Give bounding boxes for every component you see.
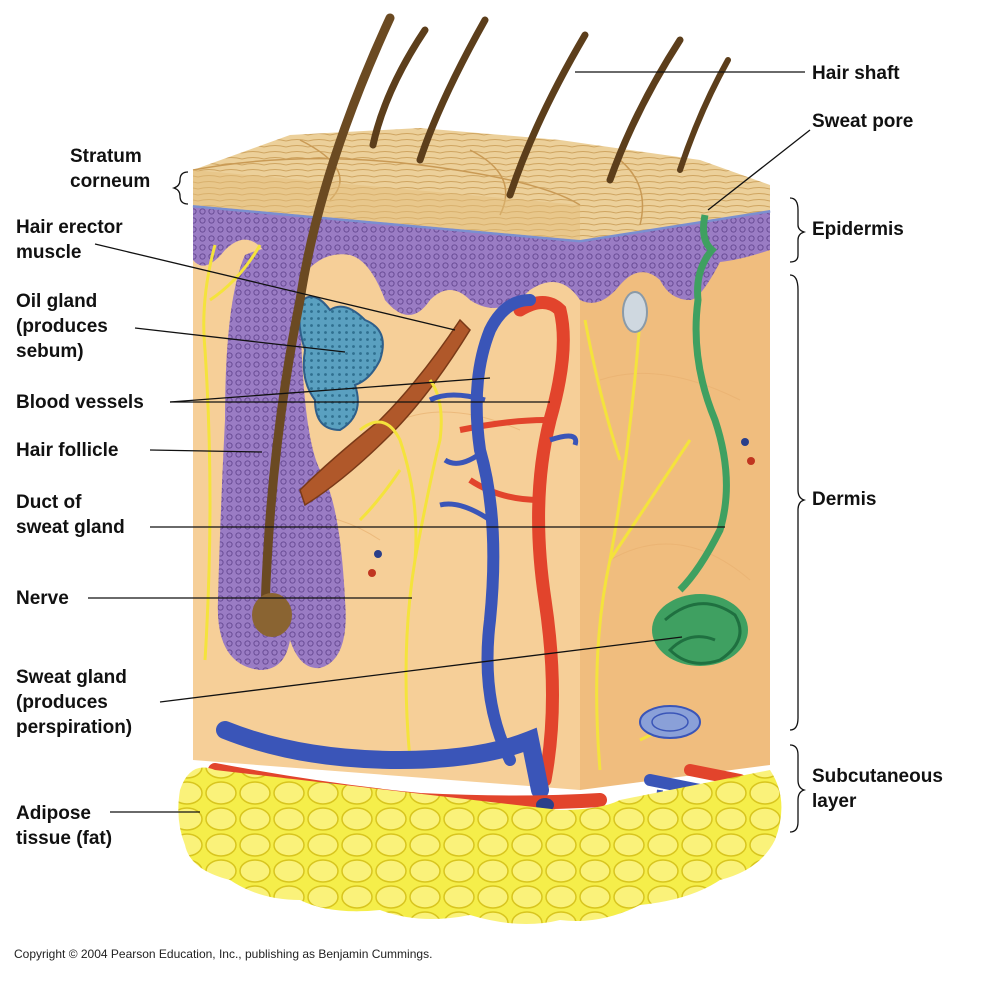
label-hair-erector-muscle: Hair erector muscle	[16, 215, 123, 265]
label-sweat-pore: Sweat pore	[812, 111, 914, 132]
label-stratum-corneum-line2: corneum	[70, 171, 151, 192]
sweat-gland	[652, 214, 748, 666]
nerves	[202, 244, 701, 771]
label-oil-gland: Oil gland (produces sebum)	[16, 289, 108, 364]
label-epidermis: Epidermis	[812, 219, 904, 240]
label-sweat-gland-line1: Sweat gland	[16, 667, 127, 688]
label-subcutaneous-line2: layer	[812, 791, 857, 812]
label-oil-gland-line3: sebum)	[16, 341, 84, 362]
label-hair-follicle: Hair follicle	[16, 440, 119, 461]
label-stratum-corneum: Stratum corneum	[70, 144, 150, 194]
sensory-receptors	[622, 291, 701, 739]
label-blood-vessels: Blood vessels	[16, 392, 144, 413]
label-dermis: Dermis	[812, 489, 877, 510]
label-nerve: Nerve	[16, 588, 69, 609]
hair-erector-muscle	[299, 318, 471, 507]
label-duct-of-sweat-gland: Duct of sweat gland	[16, 490, 125, 540]
label-oil-gland-line1: Oil gland	[16, 291, 98, 312]
label-oil-gland-line2: (produces	[16, 316, 108, 337]
label-hair-shaft: Hair shaft	[812, 63, 900, 84]
leader-lines	[88, 71, 811, 833]
copyright-notice: Copyright © 2004 Pearson Education, Inc.…	[14, 947, 433, 961]
label-sweat-gland-line2: (produces	[16, 692, 108, 713]
subcutaneous-fat-layer	[178, 767, 782, 924]
label-adipose-line2: tissue (fat)	[16, 828, 113, 849]
label-adipose-tissue: Adipose tissue (fat)	[16, 801, 112, 851]
oil-gland	[298, 295, 384, 432]
label-duct-line2: sweat gland	[16, 517, 125, 538]
label-stratum-corneum-line1: Stratum	[70, 146, 142, 167]
label-sweat-gland-line3: perspiration)	[16, 717, 133, 738]
label-sweat-gland: Sweat gland (produces perspiration)	[16, 665, 132, 740]
label-adipose-line1: Adipose	[16, 803, 91, 824]
hair-follicle	[217, 247, 346, 670]
label-hair-erector-line2: muscle	[16, 242, 82, 263]
label-subcutaneous-line1: Subcutaneous	[812, 766, 943, 787]
label-hair-erector-line1: Hair erector	[16, 217, 123, 238]
label-subcutaneous-layer: Subcutaneous layer	[812, 764, 943, 814]
label-duct-line1: Duct of	[16, 492, 82, 513]
hair-shafts	[252, 13, 731, 637]
